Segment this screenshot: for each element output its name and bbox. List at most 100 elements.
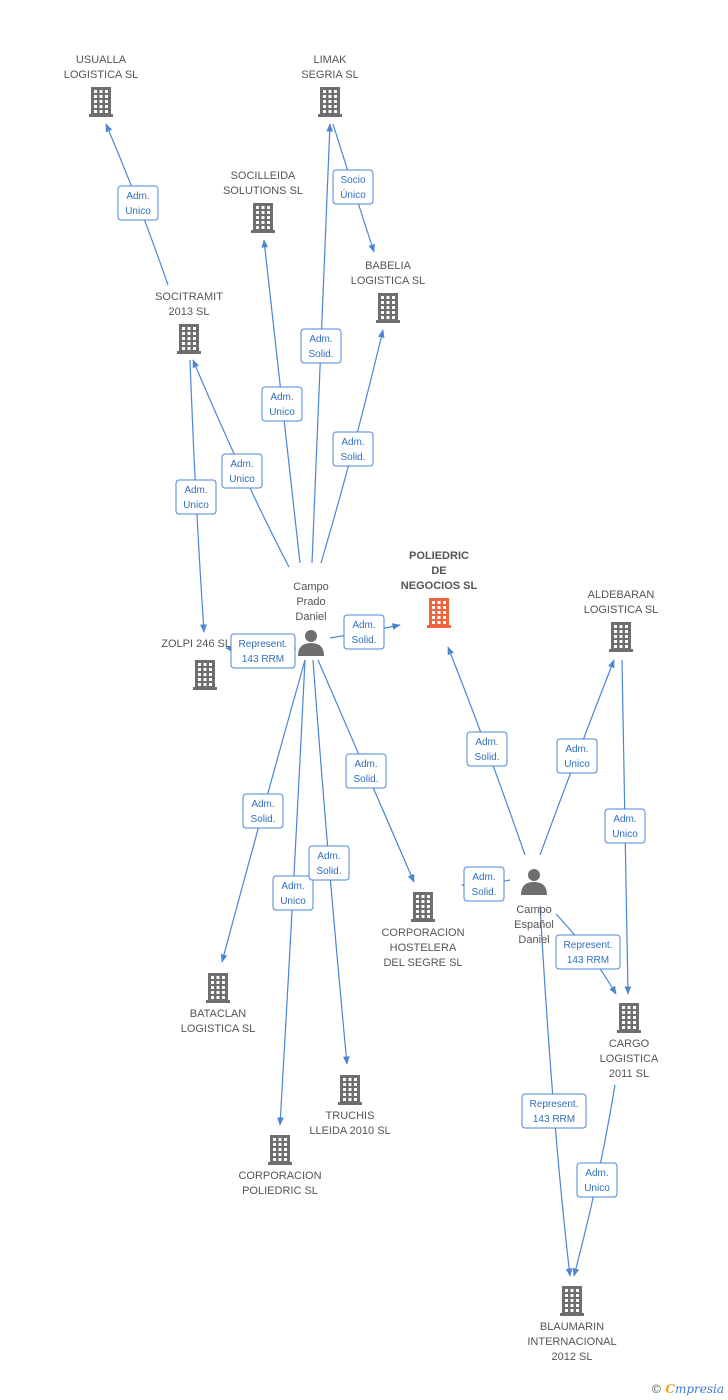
node-label-socilleida-solutions-sl: SOCILLEIDA [231,170,296,182]
relation-badge-prado-zolpi[interactable]: Represent.143 RRM [230,633,296,669]
relation-badge-text: Adm. [317,851,340,862]
node-label-corporacion-poliedric-sl: CORPORACION [238,1170,321,1182]
relation-badge-text: Solid. [340,452,365,463]
node-label-truchis-lleida-2010-sl: TRUCHIS [326,1110,375,1122]
node-aldebaran[interactable]: ALDEBARAN LOGISTICA SL [584,589,659,652]
relation-badge-box [117,185,159,221]
relation-badge-text: Solid. [316,866,341,877]
node-label-cargo-logistica-2011-sl: LOGISTICA [600,1053,659,1065]
relation-badge-text: Adm. [354,759,377,770]
node-label-poliedric-de-negocios-sl: POLIEDRIC [409,550,469,562]
copyright-symbol: © [650,1382,663,1396]
node-label-bataclan-logistica-sl: LOGISTICA SL [181,1023,256,1035]
relation-badge-box [221,453,263,489]
node-zolpi[interactable]: ZOLPI 246 SL [161,638,231,690]
relation-badge-cargo-blaumarin[interactable]: Adm. Unico [576,1162,618,1198]
node-label-campo-espa-ol-daniel: Español [514,919,554,931]
relation-badge-text: Unico [584,1183,610,1194]
relation-badge-prado-bataclan[interactable]: Adm. Solid. [242,793,284,829]
relation-badge-prado-corpoliedric[interactable]: Adm.Unico [272,875,314,911]
relation-badge-text: Represent. [564,940,613,951]
node-label-socitramit-2013-sl: SOCITRAMIT [155,291,223,303]
building-icon [560,1286,584,1316]
relation-badge-box [308,845,350,881]
relation-badge-box [300,328,342,364]
relation-badge-prado-babelia[interactable]: Adm.Solid. [332,431,374,467]
relation-badge-text: Adm. [281,881,304,892]
node-hostelera[interactable]: CORPORACION HOSTELERA DEL SEGRE SL [381,892,465,969]
relation-badge-prado-limak[interactable]: Adm.Solid. [300,328,342,364]
node-label-corporacion-hostelera-del-segre-sl: CORPORACION [381,927,464,939]
relation-badge-espanol-hostelera[interactable]: Adm.Solid. [463,866,505,902]
node-label-babelia-logistica-sl: LOGISTICA SL [351,275,426,287]
relation-badge-text: Adm. [565,744,588,755]
relation-badge-prado-socilleida[interactable]: Adm.Unico [261,386,303,422]
node-label-usualla-logistica-sl: LOGISTICA SL [64,69,139,81]
relation-badge-espanol-cargo[interactable]: Represent.143 RRM [555,934,621,970]
node-label-aldebaran-logistica-sl: ALDEBARAN [588,589,655,601]
node-truchis[interactable]: TRUCHIS LLEIDA 2010 SL [309,1075,391,1137]
relation-badge-text: Solid. [474,752,499,763]
relation-badge-espanol-aldebaran[interactable]: Adm.Unico [556,738,598,774]
relation-badge-socitramit-zolpi[interactable]: Adm.Unico [175,479,217,515]
relation-badge-prado-socitramit[interactable]: Adm.Unico [221,453,263,489]
node-label-campo-espa-ol-daniel: Daniel [518,934,549,946]
node-label-corporacion-poliedric-sl: POLIEDRIC SL [242,1185,318,1197]
relation-badge-box [466,731,508,767]
relation-badge-box [521,1093,587,1129]
relation-badge-text: Adm. [230,459,253,470]
relation-badge-espanol-blaumarin[interactable]: Represent.143 RRM [521,1093,587,1129]
relation-badge-text: Adm. [585,1168,608,1179]
relation-badge-prado-poliedric[interactable]: Adm.Solid. [343,614,385,650]
node-label-truchis-lleida-2010-sl: LLEIDA 2010 SL [309,1125,390,1137]
relation-badge-text: Solid. [308,349,333,360]
node-label-blaumarin-internacional-2012-sl: INTERNACIONAL [527,1336,616,1348]
relation-badge-espanol-poliedric[interactable]: Adm.Solid. [466,731,508,767]
node-label-zolpi-246-sl: ZOLPI 246 SL [161,638,231,650]
relation-badge-aldebaran-cargo[interactable]: Adm.Unico [604,808,646,844]
relation-badge-prado-hostelera[interactable]: Adm.Solid. [345,753,387,789]
relation-badge-box [463,866,505,902]
node-label-cargo-logistica-2011-sl: 2011 SL [609,1068,649,1080]
building-icon [251,203,275,233]
node-bataclan[interactable]: BATACLAN LOGISTICA SL [181,973,256,1035]
node-label-bataclan-logistica-sl: BATACLAN [190,1008,246,1020]
relation-badge-text: Unico [125,206,151,217]
relation-badge-text: Adm. [472,872,495,883]
relation-badge-socitramit-usualla[interactable]: Adm.Unico [117,185,159,221]
relation-badge-text: Adm. [184,485,207,496]
relation-badge-box [332,431,374,467]
relation-badge-box [332,169,374,205]
node-label-socitramit-2013-sl: 2013 SL [169,306,210,318]
relation-badge-text: Adm. [251,799,274,810]
relation-badge-box [345,753,387,789]
node-label-blaumarin-internacional-2012-sl: BLAUMARIN [540,1321,604,1333]
node-socitramit[interactable]: SOCITRAMIT 2013 SL [155,291,223,354]
node-corpoliedric[interactable]: CORPORACION POLIEDRIC SL [238,1135,322,1197]
node-label-corporacion-hostelera-del-segre-sl: DEL SEGRE SL [383,957,462,969]
person-icon [521,869,547,895]
building-icon [89,87,113,117]
relation-badge-box [175,479,217,515]
relation-badge-prado-truchis[interactable]: Adm. Solid. [308,845,350,881]
node-label-campo-espa-ol-daniel: Campo [516,904,551,916]
relation-badge-text: Unico [269,407,295,418]
relation-badge-text: Solid. [250,814,275,825]
node-label-poliedric-de-negocios-sl: NEGOCIOS SL [401,580,478,592]
focus-building-icon [427,598,451,628]
relation-badge-box [261,386,303,422]
building-icon [617,1003,641,1033]
node-label-aldebaran-logistica-sl: LOGISTICA SL [584,604,659,616]
node-label-corporacion-hostelera-del-segre-sl: HOSTELERA [390,942,457,954]
